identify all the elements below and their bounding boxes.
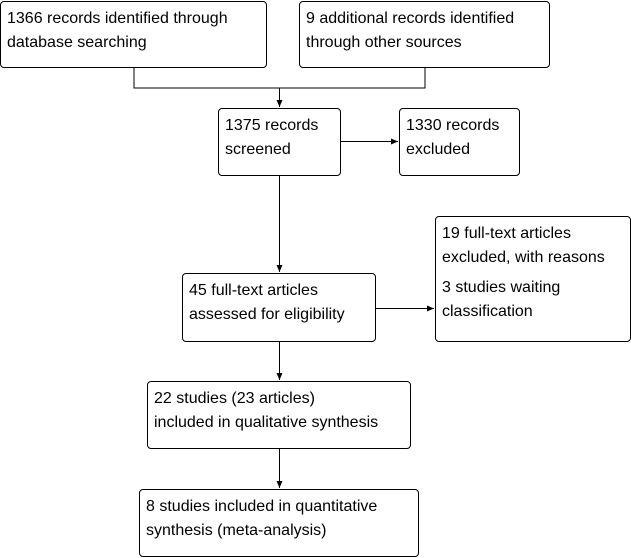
box-text-line: 8 studies included in quantitative [146,498,378,515]
records-excluded-box: 1330 records excluded [399,108,520,176]
box-text-line: 1330 records [406,117,500,134]
fulltext-assessed-box: 45 full-text articles assessed for eligi… [182,273,376,342]
box-text-line: classification [442,303,533,320]
box-text-line: 9 additional records identified [306,10,515,27]
box-text-line: excluded [406,141,471,158]
box-text-line: database searching [7,34,147,51]
quantitative-synthesis-box: 8 studies included in quantitative synth… [139,489,419,557]
box-text-line: screened [225,141,291,158]
fulltext-excluded-box: 19 full-text articles excluded, with rea… [435,216,631,342]
box-text-line: assessed for eligibility [189,306,345,323]
box-text-line: 45 full-text articles [189,282,318,299]
box-text-line: excluded, with reasons [442,249,605,266]
box-text-line: 3 studies waiting [442,279,561,296]
records-identified-other-box: 9 additional records identified through … [299,1,550,68]
merge-connector [133,68,426,89]
box-text-line: 1366 records identified through [7,10,228,27]
records-screened-box: 1375 records screened [218,108,341,176]
box-text-line: included in qualitative synthesis [154,414,379,431]
box-text-line: through other sources [306,34,462,51]
box-text-line: synthesis (meta-analysis) [146,522,327,539]
box-text-line: 1375 records [225,117,319,134]
box-text-line: 22 studies (23 articles) [154,390,315,407]
box-text-line: 19 full-text articles [442,225,571,242]
qualitative-synthesis-box: 22 studies (23 articles) included in qua… [147,381,411,449]
records-identified-database-box: 1366 records identified through database… [0,1,267,68]
